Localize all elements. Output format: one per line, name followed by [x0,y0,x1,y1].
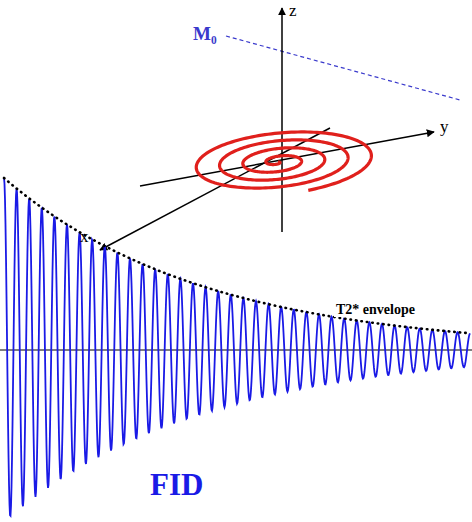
t2star-envelope [4,178,470,333]
fid-waveform [4,178,470,516]
envelope-label: T2* envelope [334,302,417,317]
precession-spiral [196,132,371,190]
signal-title: FID [150,468,203,502]
z-axis [281,8,283,232]
axis-label: x [80,228,89,247]
m0-guide-line [226,36,460,100]
magnetization-label: M₀ [193,24,217,45]
axis-label: z [289,2,297,21]
axis-label: y [440,118,449,137]
